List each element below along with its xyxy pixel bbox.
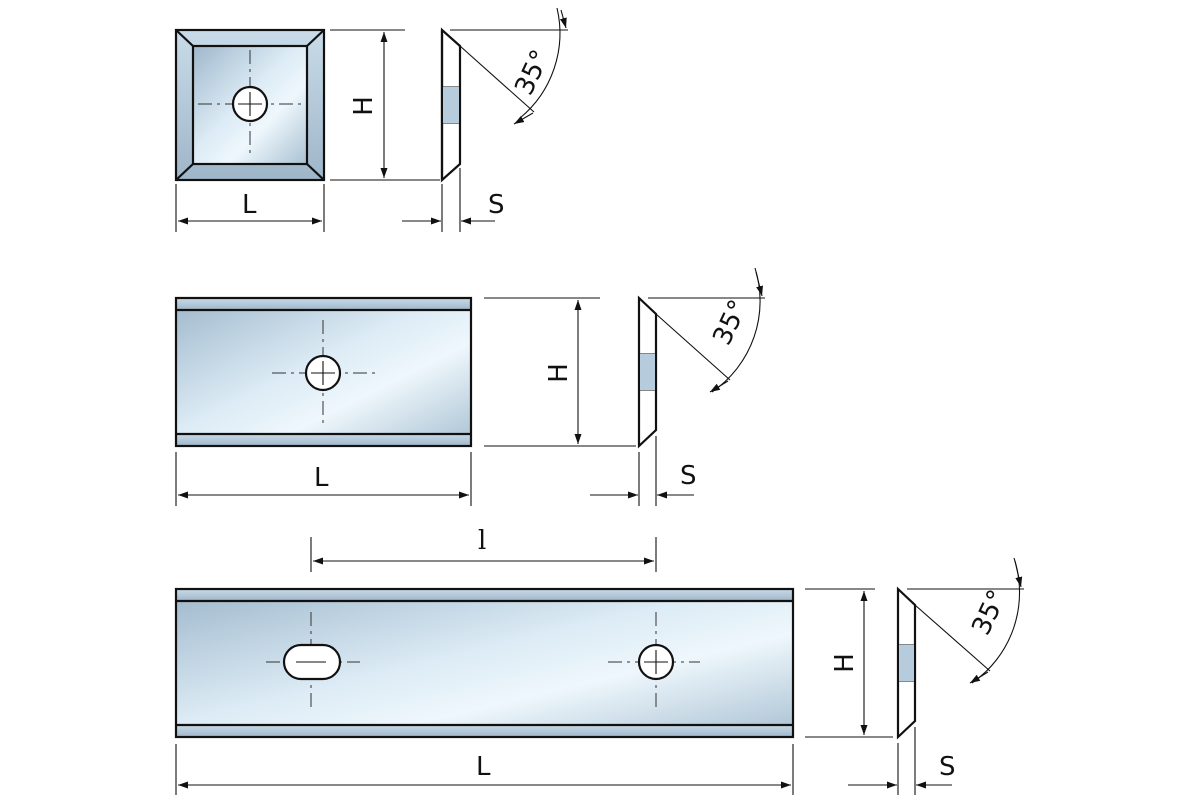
long-height-label: H (830, 653, 860, 673)
medium-insert-front (174, 296, 473, 448)
square-insert-front (174, 28, 326, 182)
view-long-insert: l L H S 35° (174, 526, 1024, 795)
long-insert-front (174, 587, 795, 739)
square-length-label: L (242, 190, 257, 220)
long-dimension-lines (175, 537, 1024, 795)
medium-insert-side (637, 295, 658, 449)
long-thickness-label: S (939, 752, 956, 782)
medium-angle-label: 35° (707, 295, 754, 349)
square-height-label: H (349, 96, 379, 116)
long-hole-spacing-label: l (478, 526, 486, 556)
long-insert-side (896, 586, 917, 740)
view-medium-insert: L H S 35° (174, 267, 765, 506)
square-insert-side (440, 27, 462, 183)
medium-dimension-lines (175, 267, 765, 506)
long-angle-label: 35° (966, 585, 1013, 639)
view-square-insert: L H S 35° (174, 7, 568, 232)
square-angle-label: 35° (509, 45, 556, 99)
long-length-label: L (476, 752, 491, 782)
medium-thickness-label: S (680, 461, 697, 491)
square-dimension-lines (175, 7, 568, 232)
square-thickness-label: S (488, 190, 505, 220)
medium-height-label: H (544, 363, 574, 383)
medium-length-label: L (314, 463, 329, 493)
